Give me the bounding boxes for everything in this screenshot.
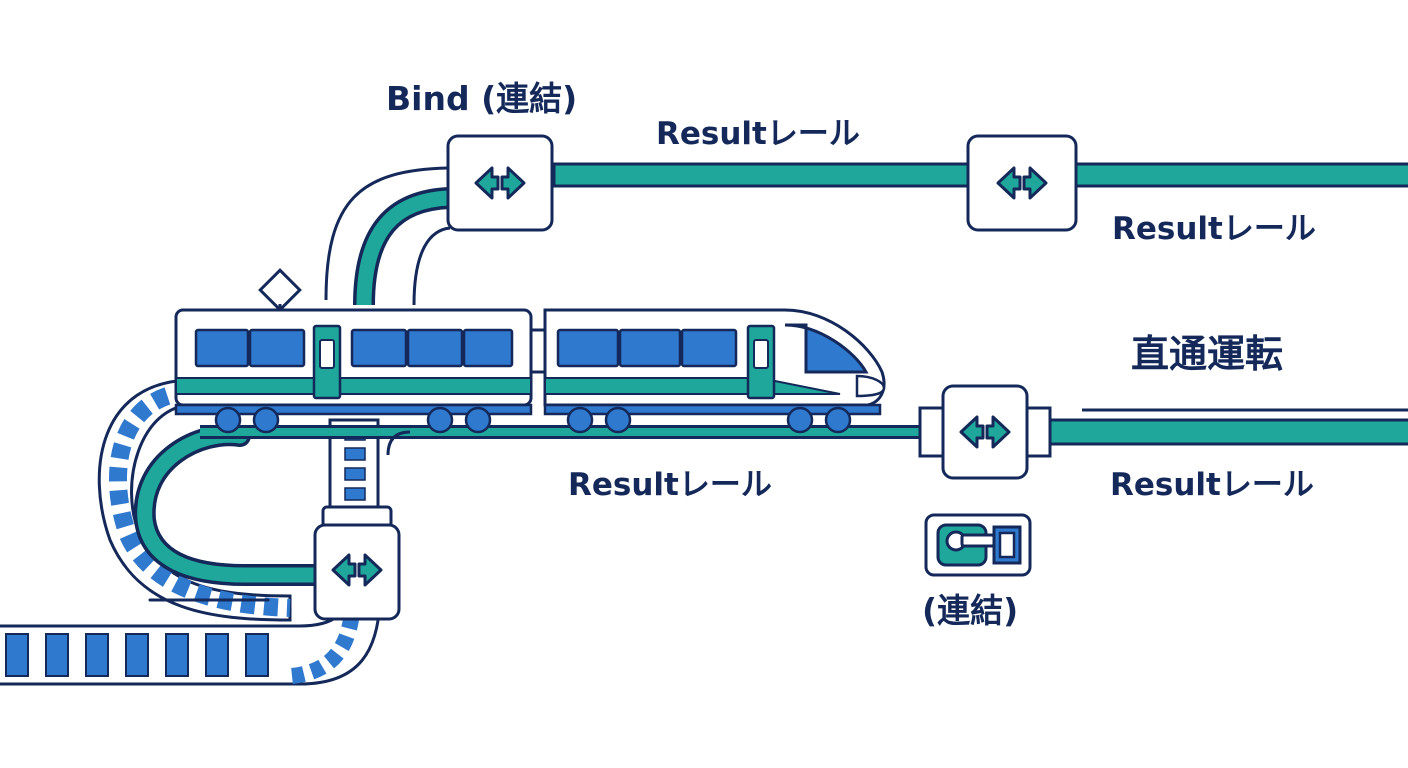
- result-rail-main: [200, 425, 925, 456]
- result-rail-label-upper-mid: Resultレール: [656, 116, 860, 152]
- junction-top-right: [966, 134, 1078, 232]
- coupler-plug-icon: [924, 513, 1032, 577]
- junction-middle-right: [941, 384, 1029, 480]
- result-rail-label-lower-right: Resultレール: [1110, 467, 1314, 503]
- coupling-label: (連結): [922, 591, 1019, 630]
- train: [174, 308, 886, 434]
- upper-curve-track: [324, 166, 451, 306]
- pantograph: [258, 268, 302, 312]
- through-service-label: 直通運転: [1131, 332, 1284, 376]
- result-rail-label-upper-right: Resultレール: [1112, 211, 1316, 247]
- bind-label: Bind (連結): [386, 79, 578, 118]
- bottom-ladder-track: [0, 589, 382, 686]
- junction-top-left: [446, 134, 554, 232]
- junction-bottom-left: [313, 505, 401, 621]
- lower-loop-track: [97, 378, 331, 622]
- result-rail-label-lower-mid: Resultレール: [568, 467, 772, 503]
